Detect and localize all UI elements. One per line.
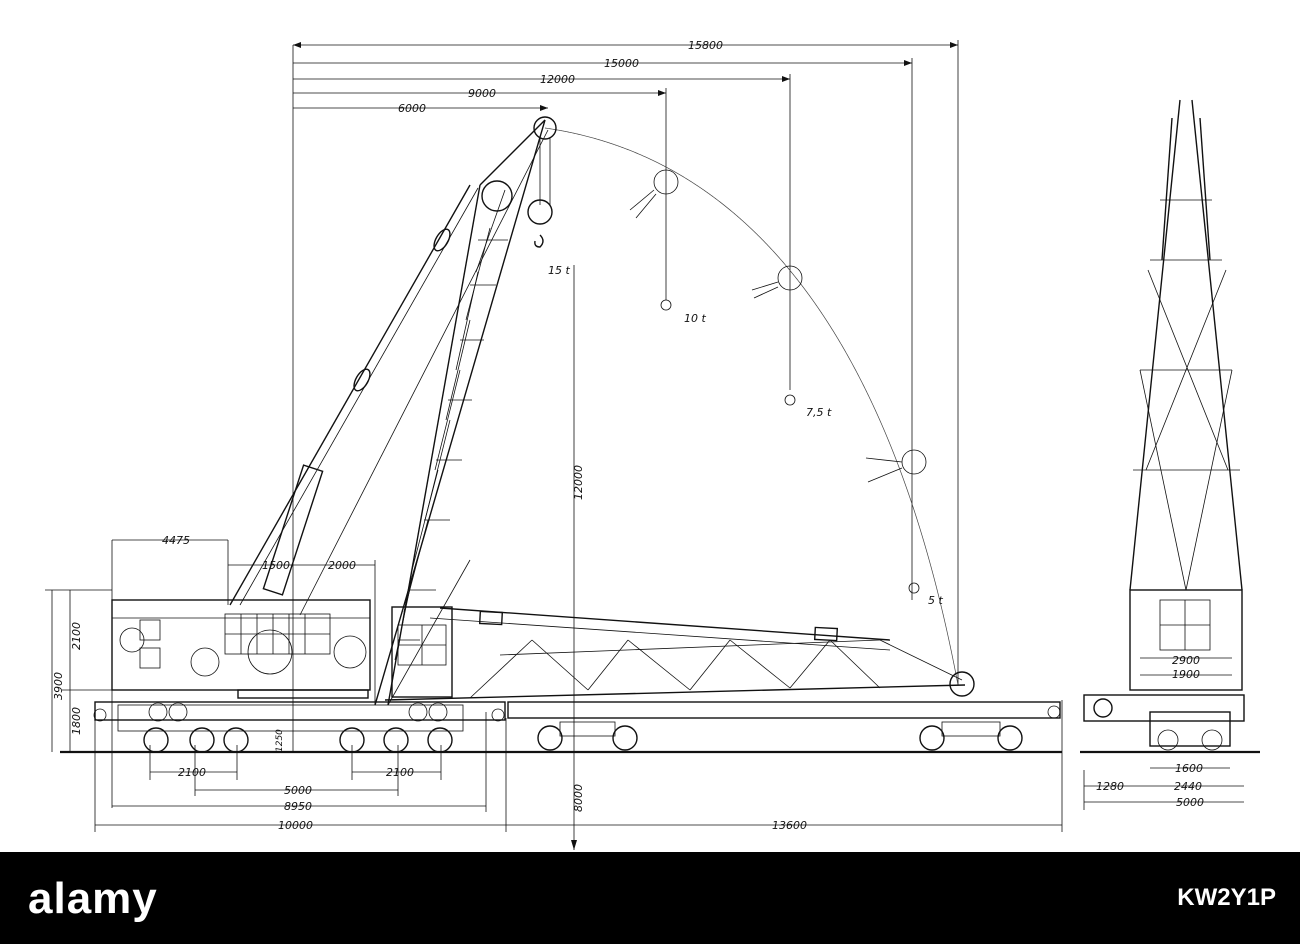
left-dimensions	[45, 539, 376, 808]
crane-wagon	[93, 701, 506, 753]
dim-1500: 1500	[262, 559, 290, 572]
dim-2100-vertical: 2100	[70, 622, 83, 650]
dim-3900: 3900	[52, 672, 65, 700]
load-15t: 15 t	[548, 264, 570, 277]
bottom-dimensions	[94, 700, 1063, 832]
dim-2100-left: 2100	[178, 766, 206, 779]
dim-1600: 1600	[1175, 762, 1203, 775]
lowered-boom	[384, 607, 975, 701]
luffing-gear	[229, 129, 549, 616]
dim-5000: 5000	[284, 784, 312, 797]
dim-lift-height-12000: 12000	[572, 465, 585, 500]
watermark-footer: alamy KW2Y1P	[0, 852, 1300, 944]
dim-13600: 13600	[772, 819, 807, 832]
dim-8950: 8950	[284, 800, 312, 813]
load-10t: 10 t	[684, 312, 706, 325]
load-7-5t: 7,5 t	[806, 406, 832, 419]
dim-8000: 8000	[572, 784, 585, 812]
dim-5000-end: 5000	[1176, 796, 1204, 809]
reach-dimension-lines	[292, 40, 959, 752]
dim-2440: 2440	[1174, 780, 1202, 793]
dim-1280: 1280	[1096, 780, 1124, 793]
raised-boom	[374, 116, 557, 706]
crane-technical-drawing: 15800 15000 12000 9000 6000 15 t 10 t 7,…	[45, 39, 1260, 850]
dim-2100-right: 2100	[386, 766, 414, 779]
boom-wagon	[507, 701, 1061, 751]
boom-tip-arc	[544, 127, 959, 686]
dim-1900: 1900	[1172, 668, 1200, 681]
hook-positions	[629, 169, 927, 594]
dim-4475: 4475	[162, 534, 190, 547]
dim-1800: 1800	[70, 707, 83, 735]
dim-2000: 2000	[328, 559, 356, 572]
dim-2900: 2900	[1172, 654, 1200, 667]
load-5t: 5 t	[928, 594, 943, 607]
dim-6000: 6000	[398, 102, 426, 115]
dim-12000: 12000	[540, 73, 575, 86]
dim-10000: 10000	[278, 819, 313, 832]
dim-15000: 15000	[604, 57, 639, 70]
watermark-logo: alamy	[28, 874, 158, 923]
end-elevation	[1080, 99, 1260, 810]
dim-9000: 9000	[468, 87, 496, 100]
dim-15800: 15800	[688, 39, 723, 52]
dim-1250: 1250	[275, 729, 285, 752]
stock-id: KW2Y1P	[1177, 884, 1276, 911]
